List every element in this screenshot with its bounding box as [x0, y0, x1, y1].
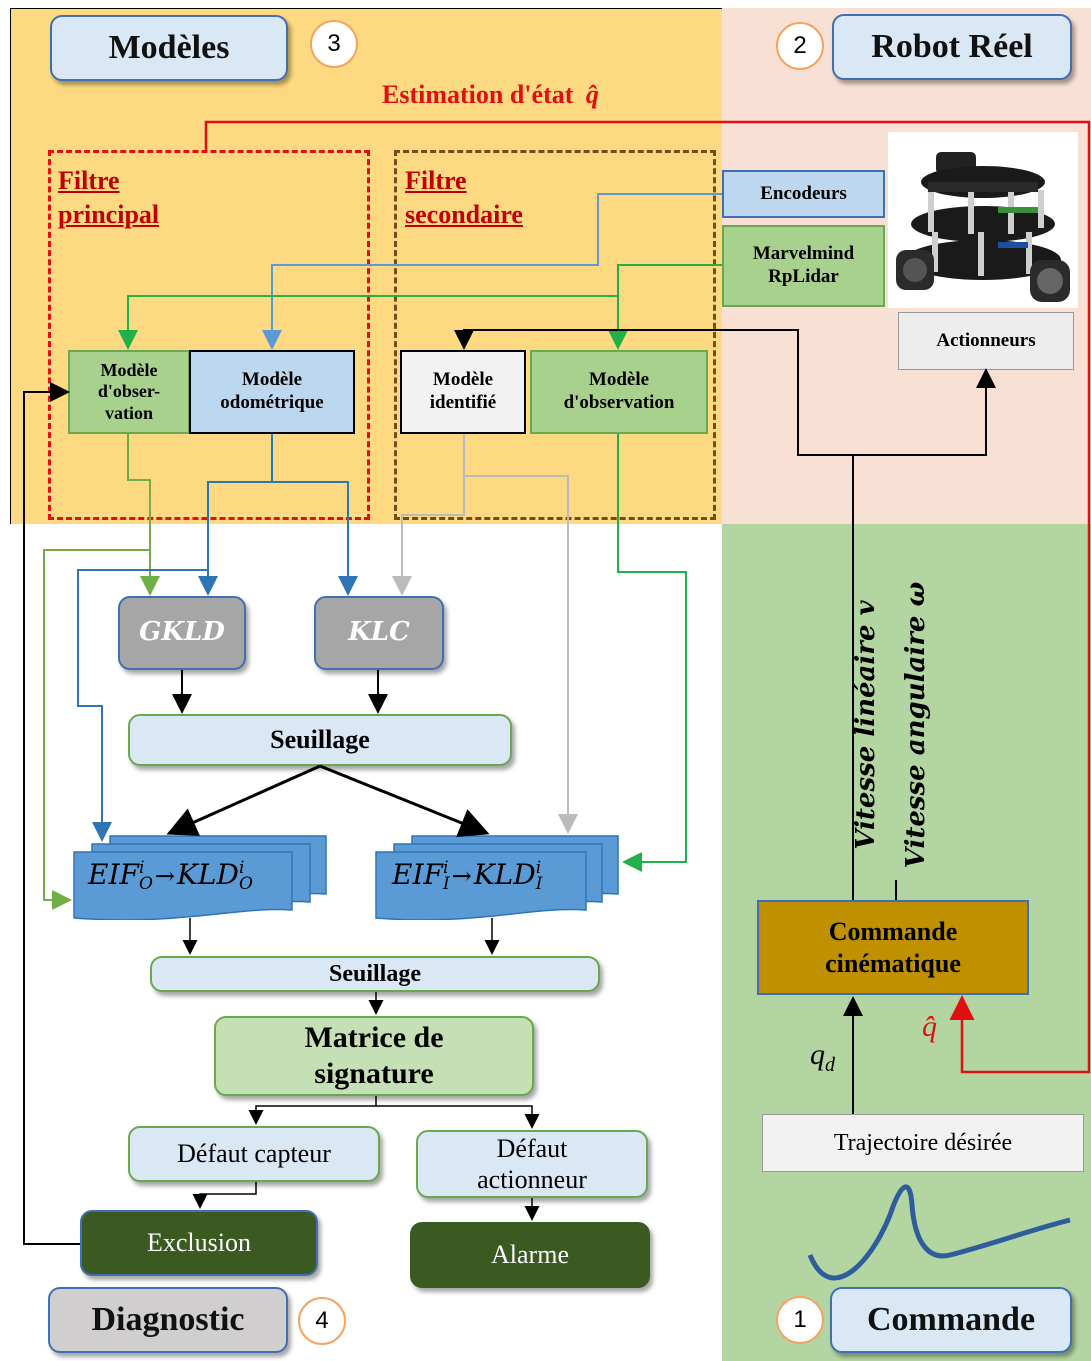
mop-line2: d'obser- [97, 381, 161, 402]
diagnostic-number: 4 [298, 1297, 346, 1345]
eif-i-sup1: i [442, 858, 449, 879]
robot-title: Robot Réel [832, 14, 1072, 80]
modele-odometrique: Modèle odométrique [189, 350, 355, 434]
estimation-text: Estimation d'état [382, 80, 574, 109]
eif-i-kld: KLD [473, 858, 536, 891]
eif-o-sup2: i [238, 858, 245, 879]
estimation-symbol: q̂ [585, 80, 599, 109]
filtre-principal-line1: Filtre [58, 166, 120, 195]
mop-line1: Modèle [100, 359, 158, 380]
defaut-actionneur-line1: Défaut [496, 1133, 568, 1163]
filtre-secondaire-title: Filtre secondaire [405, 164, 523, 232]
mos-line1: Modèle [588, 369, 650, 391]
eif-i-eif: EIF [392, 858, 443, 891]
commande-line1: Commande [828, 917, 958, 947]
actionneurs-box: Actionneurs [898, 312, 1074, 370]
diagnostic-title: Diagnostic [48, 1287, 288, 1353]
eif-o-eif: EIF [88, 858, 139, 891]
qd-label: qd [810, 1038, 835, 1077]
seuillage-2: Seuillage [150, 956, 600, 992]
filtre-principal-line2: principal [58, 199, 160, 229]
klc-text: KLC [348, 617, 410, 648]
commande-number: 1 [776, 1296, 824, 1344]
marvelmind-line2: RpLidar [768, 266, 839, 287]
defaut-capteur-box: Défaut capteur [128, 1126, 380, 1182]
exclusion-box: Exclusion [80, 1210, 318, 1276]
matrice-line2: signature [314, 1057, 434, 1090]
filtre-secondaire-line1: Filtre [405, 166, 467, 195]
modele-observation-principal: Modèle d'obser- vation [68, 350, 190, 434]
qd-sub: d [825, 1054, 835, 1076]
eif-i-sub1: I [442, 873, 450, 894]
mod-line2: odométrique [220, 392, 324, 413]
commande-cinematique-box: Commande cinématique [757, 900, 1029, 995]
alarme-box: Alarme [410, 1222, 650, 1288]
eif-i-sub2: I [535, 873, 543, 894]
commande-line2: cinématique [825, 948, 961, 978]
trajectoire-box: Trajectoire désirée [762, 1114, 1084, 1172]
eif-o-sub2: O [238, 873, 253, 894]
eif-o-sub1: O [138, 873, 153, 894]
marvelmind-box: Marvelmind RpLidar [722, 225, 885, 307]
mos-line2: d'observation [563, 392, 675, 413]
robot-image [888, 132, 1078, 308]
mop-line3: vation [104, 402, 153, 423]
klc-box: KLC [314, 596, 444, 670]
seuillage-1: Seuillage [128, 714, 512, 766]
eif-i-doc [375, 835, 619, 920]
mid-line1: Modèle [432, 369, 494, 391]
gkld-text: GKLD [139, 617, 225, 648]
modele-observation-secondaire: Modèle d'observation [530, 350, 708, 434]
matrice-signature-box: Matrice de signature [214, 1016, 534, 1096]
eif-o-kld: KLD [176, 858, 239, 891]
commande-title: Commande [830, 1287, 1072, 1353]
robot-number: 2 [776, 22, 824, 70]
eif-o-doc [73, 835, 327, 920]
modeles-title: Modèles [50, 15, 288, 81]
gkld-box: GKLD [118, 596, 246, 670]
eif-i-sup2: i [535, 858, 542, 879]
q-hat-label: q̂ [922, 1010, 937, 1043]
modeles-number: 3 [310, 20, 358, 68]
eif-o-sup1: i [138, 858, 145, 879]
filtre-principal-title: Filtre principal [58, 164, 159, 232]
trajectory-curve [807, 1184, 1071, 1281]
filtre-secondaire-line2: secondaire [405, 199, 523, 229]
marvelmind-line1: Marvelmind [752, 243, 855, 265]
mid-line2: identifié [429, 392, 497, 413]
defaut-actionneur-box: Défaut actionneur [416, 1130, 648, 1198]
estimation-label: Estimation d'état q̂ [382, 80, 599, 110]
filtre-secondaire-frame [394, 150, 716, 520]
matrice-line1: Matrice de [304, 1021, 444, 1054]
qd-symbol: q [810, 1038, 825, 1071]
mod-line1: Modèle [241, 369, 303, 391]
modele-identifie: Modèle identifié [400, 350, 526, 434]
defaut-actionneur-line2: actionneur [477, 1165, 587, 1194]
encodeurs-box: Encodeurs [722, 170, 885, 218]
